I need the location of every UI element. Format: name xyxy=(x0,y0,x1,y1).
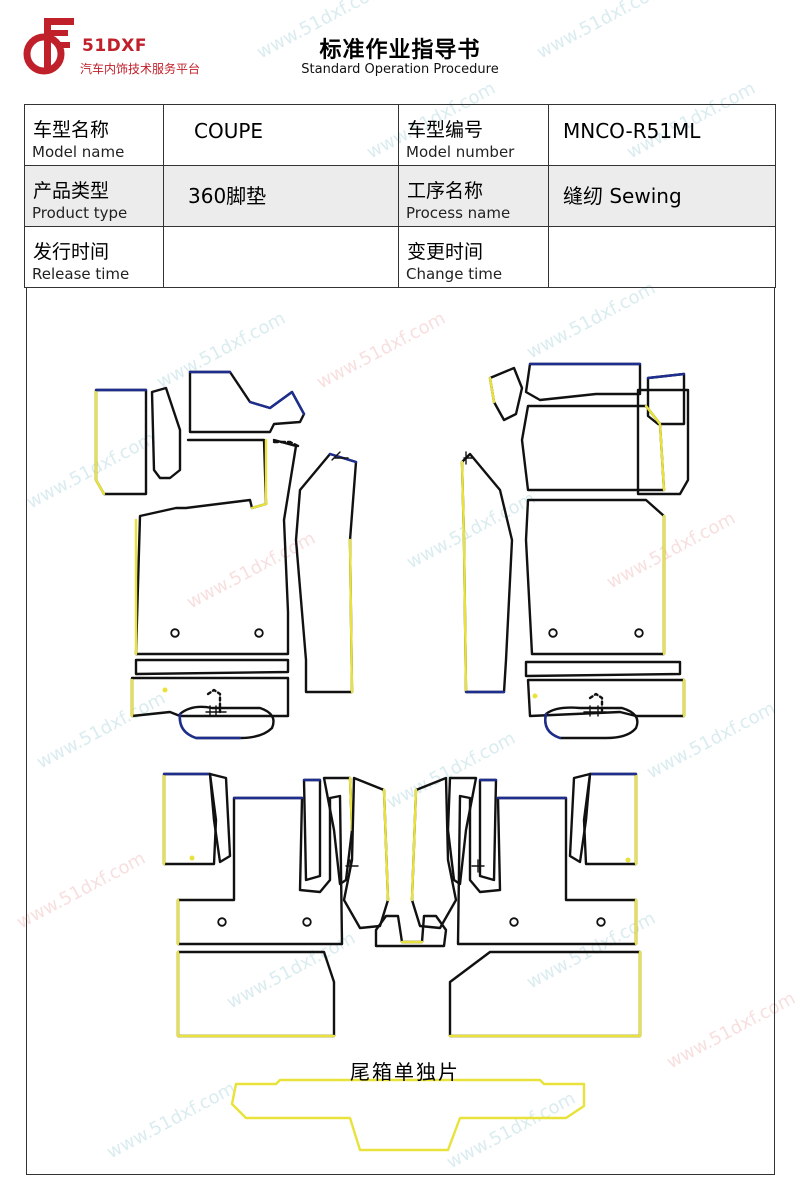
model-number-value: MNCO-R51ML xyxy=(563,119,701,143)
logo-brand: 51DXF xyxy=(82,36,147,56)
rear-left-pieces xyxy=(162,772,390,1038)
model-name-label-en: Model name xyxy=(32,143,125,161)
process-name-label-cell: 工序名称 Process name xyxy=(398,165,549,227)
process-name-label-cn: 工序名称 xyxy=(407,180,484,202)
product-type-value: 360脚垫 xyxy=(188,184,267,208)
logo-tagline: 汽车内饰技术服务平台 xyxy=(80,62,201,76)
release-time-label-cn: 发行时间 xyxy=(33,241,110,263)
change-time-label-cell: 变更时间 Change time xyxy=(398,226,549,288)
front-left-pieces xyxy=(94,370,358,740)
release-time-label-en: Release time xyxy=(32,265,130,283)
model-number-label-cell: 车型编号 Model number xyxy=(398,104,549,166)
centre-tunnel-piece xyxy=(374,914,448,948)
change-time-label-en: Change time xyxy=(406,265,503,283)
model-number-label-cn: 车型编号 xyxy=(407,119,484,141)
document-header: 51DXF 汽车内饰技术服务平台 标准作业指导书 Standard Operat… xyxy=(0,0,800,100)
model-name-value: COUPE xyxy=(194,119,264,143)
process-name-value: 缝纫 Sewing xyxy=(563,184,682,208)
page-subtitle: Standard Operation Procedure xyxy=(301,62,499,77)
trunk-piece-label: 尾箱单独片 xyxy=(350,1060,460,1084)
process-name-label-en: Process name xyxy=(406,204,511,222)
product-type-label-en: Product type xyxy=(32,204,128,222)
model-name-value-cell: COUPE xyxy=(163,104,399,166)
process-name-value-cell: 缝纫 Sewing xyxy=(548,165,776,227)
change-time-label-cn: 变更时间 xyxy=(407,241,484,263)
table-row: 车型名称 Model name COUPE 车型编号 Model number … xyxy=(24,104,776,166)
rear-right-pieces xyxy=(410,772,642,1038)
table-row: 发行时间 Release time 变更时间 Change time xyxy=(24,226,776,288)
change-time-value-cell xyxy=(548,226,776,288)
page-title: 标准作业指导书 xyxy=(319,38,481,63)
release-time-value-cell xyxy=(163,226,399,288)
product-type-label-cn: 产品类型 xyxy=(33,180,110,202)
model-number-label-en: Model number xyxy=(406,143,515,161)
logo-icon xyxy=(23,18,74,75)
release-time-label-cell: 发行时间 Release time xyxy=(24,226,164,288)
table-row: 产品类型 Product type 360脚垫 工序名称 Process nam… xyxy=(24,165,776,227)
trunk-piece xyxy=(230,1078,586,1152)
product-type-value-cell: 360脚垫 xyxy=(163,165,399,227)
model-number-value-cell: MNCO-R51ML xyxy=(548,104,776,166)
front-right-pieces xyxy=(460,362,690,740)
product-type-label-cell: 产品类型 Product type xyxy=(24,165,164,227)
pattern-drawing-frame xyxy=(26,288,775,1175)
info-table: 车型名称 Model name COUPE 车型编号 Model number … xyxy=(24,104,776,288)
model-name-label-cn: 车型名称 xyxy=(33,119,110,141)
